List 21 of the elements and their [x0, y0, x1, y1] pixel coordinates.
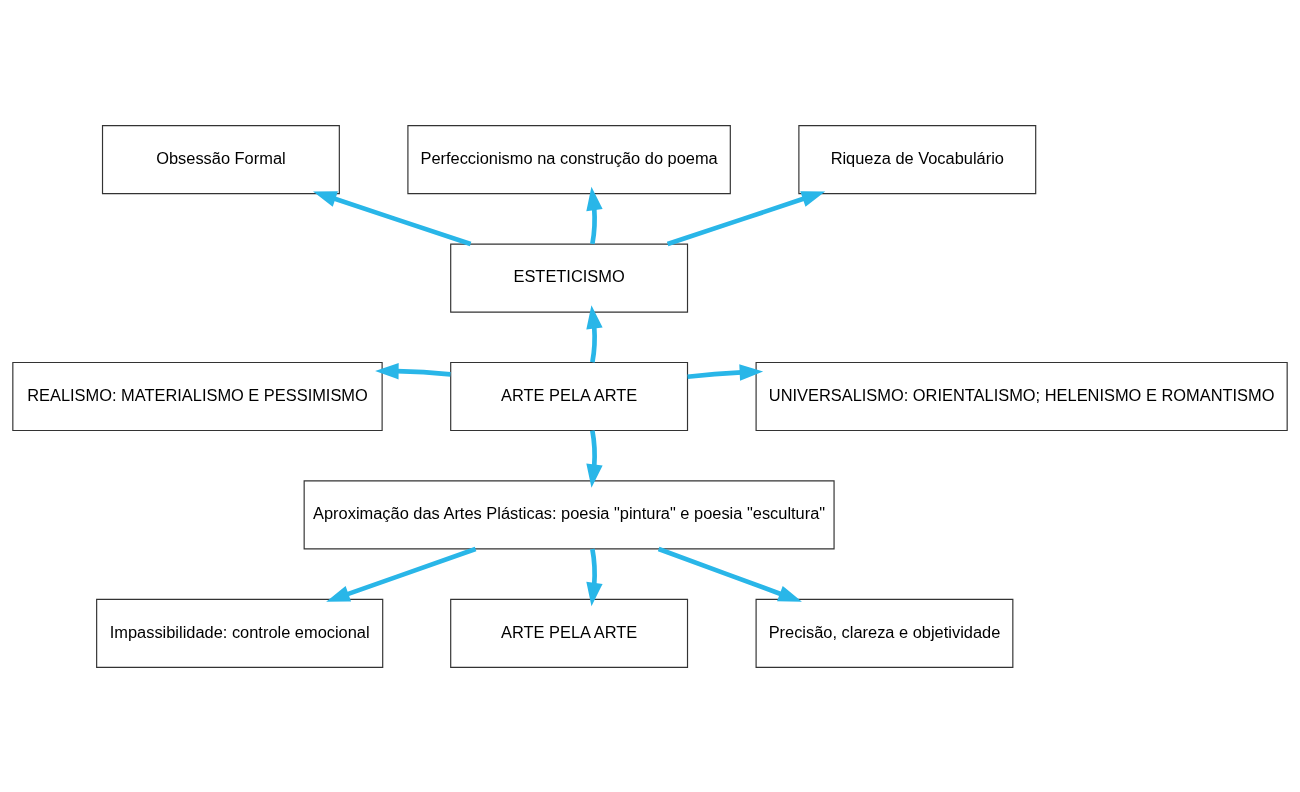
node-box: ARTE PELA ARTE	[450, 361, 689, 431]
arrow	[666, 190, 826, 246]
arrow	[586, 186, 603, 244]
node-box: Precisão, clareza e objetividade	[755, 598, 1014, 668]
node-box: Riqueza de Vocabulário	[798, 124, 1037, 194]
node-box: Obsessão Formal	[101, 124, 340, 194]
node-box: Impassibilidade: controle emocional	[96, 598, 384, 668]
arrow	[375, 362, 451, 379]
node-box: Aproximação das Artes Plásticas: poesia "pintura" e poesia "escultura"	[303, 479, 835, 549]
arrow	[687, 363, 764, 381]
arrow	[586, 304, 603, 363]
arrow	[586, 429, 603, 488]
node-box: REALISMO: MATERIALISMO E PESSIMISMO	[12, 361, 383, 431]
node-box: Perfeccionismo na construção do poema	[407, 124, 731, 194]
node-box: UNIVERSALISMO: ORIENTALISMO; HELENISMO E ROMANTISMO	[755, 361, 1288, 431]
arrow	[657, 546, 802, 602]
arrow	[313, 190, 472, 246]
node-box: ESTETICISMO	[450, 243, 689, 313]
node-box: ARTE PELA ARTE	[450, 598, 689, 668]
arrow	[326, 546, 477, 602]
arrow	[586, 548, 603, 606]
